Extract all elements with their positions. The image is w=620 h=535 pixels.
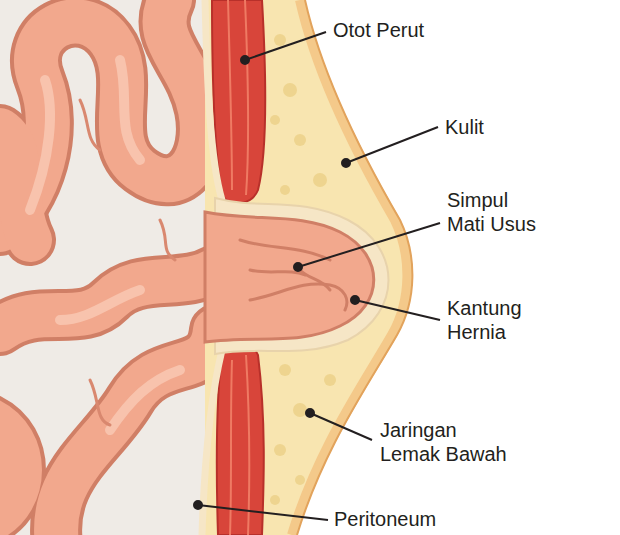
- part-label: Peritoneum: [334, 507, 436, 531]
- part-label: Kulit: [445, 115, 484, 139]
- part-label: Kantung Hernia: [447, 296, 527, 344]
- fat-layer: [205, 0, 407, 535]
- intestines: [0, 0, 215, 535]
- part-label: Jaringan Lemak Bawah: [380, 418, 514, 466]
- herniated-loop: [205, 212, 374, 342]
- part-label: Simpul Mati Usus: [447, 188, 543, 236]
- part-label: Otot Perut: [333, 18, 424, 42]
- loop-folds: [240, 240, 347, 310]
